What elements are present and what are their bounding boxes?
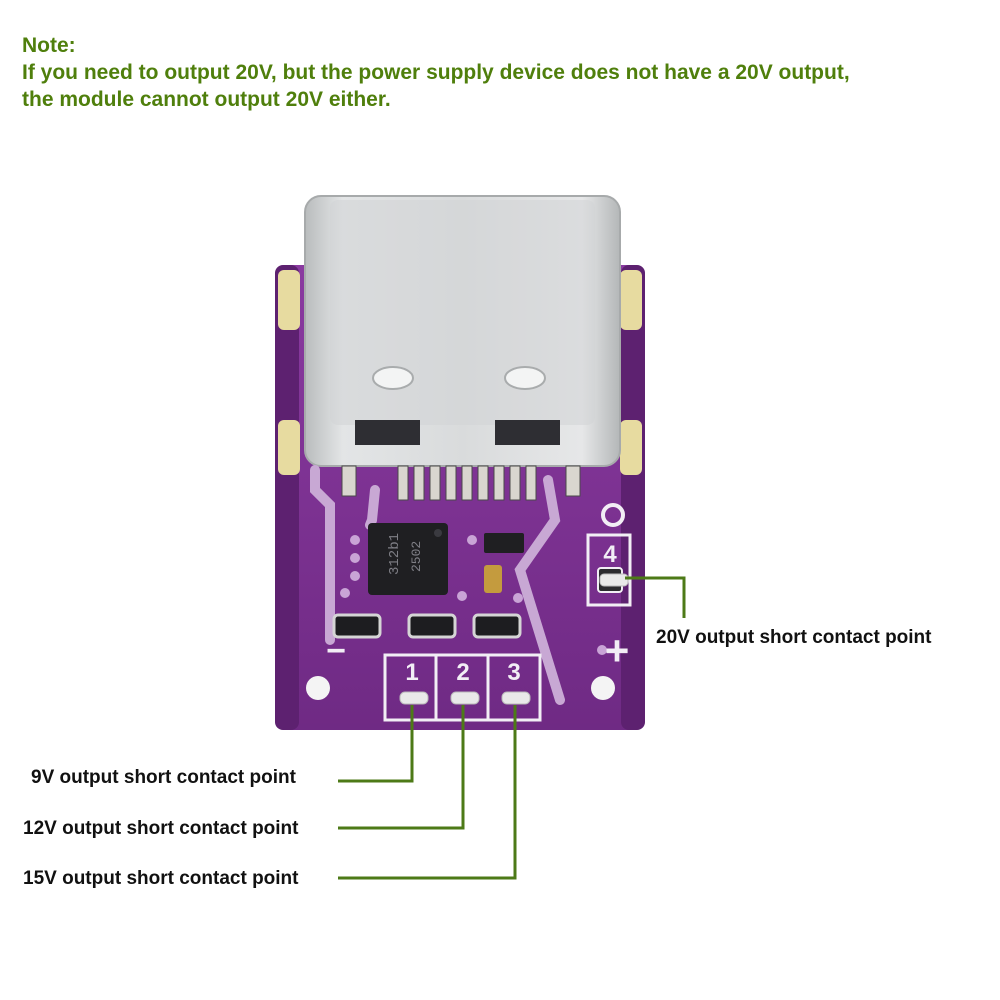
mount-tab-left-top [278,270,300,330]
pad-20v [599,573,629,587]
minus-mark: − [326,632,346,670]
mount-hole-right [591,676,615,700]
chip-marking-2: 2502 [409,541,424,572]
label-12v-output: 12V output short contact point [23,818,299,839]
label-20v-output: 20V output short contact point [656,627,932,648]
chip-marking-1: 312b1 [387,533,403,575]
leader-9v [338,705,414,783]
pad-15v [501,691,531,705]
pad-number-1: 1 [405,659,418,686]
pad-12v [450,691,480,705]
note-heading: Note: [22,34,76,57]
pad-9v [399,691,429,705]
leader-20v [625,576,686,618]
note-block: Note: If you need to output 20V, but the… [22,32,850,113]
silk-ring [601,503,625,527]
ic-chip: 312b1 2502 [368,523,448,595]
pcb-edge-left [275,265,299,730]
usb-c-connector [304,195,621,467]
vias [340,535,607,655]
pad-number-3: 3 [507,659,520,686]
pcb-edge-right [621,265,645,730]
contact-pads [399,573,629,705]
silk-outline [383,533,632,722]
pad-number-4: 4 [603,541,617,568]
smd-components [332,533,623,639]
mount-tab-right-bottom [620,420,642,475]
pad-number-2: 2 [456,659,469,686]
label-9v-output: 9V output short contact point [31,767,296,788]
leader-12v [338,705,465,830]
label-15v-output: 15V output short contact point [23,868,299,889]
note-line-2: the module cannot output 20V either. [22,88,391,111]
mount-hole-left [306,676,330,700]
plus-mark: + [605,627,630,674]
mount-tab-right-top [620,270,642,330]
connector-pins [341,465,581,501]
mount-tab-left-bottom [278,420,300,475]
leader-lines [338,576,686,880]
note-line-1: If you need to output 20V, but the power… [22,61,850,84]
leader-15v [338,705,517,880]
